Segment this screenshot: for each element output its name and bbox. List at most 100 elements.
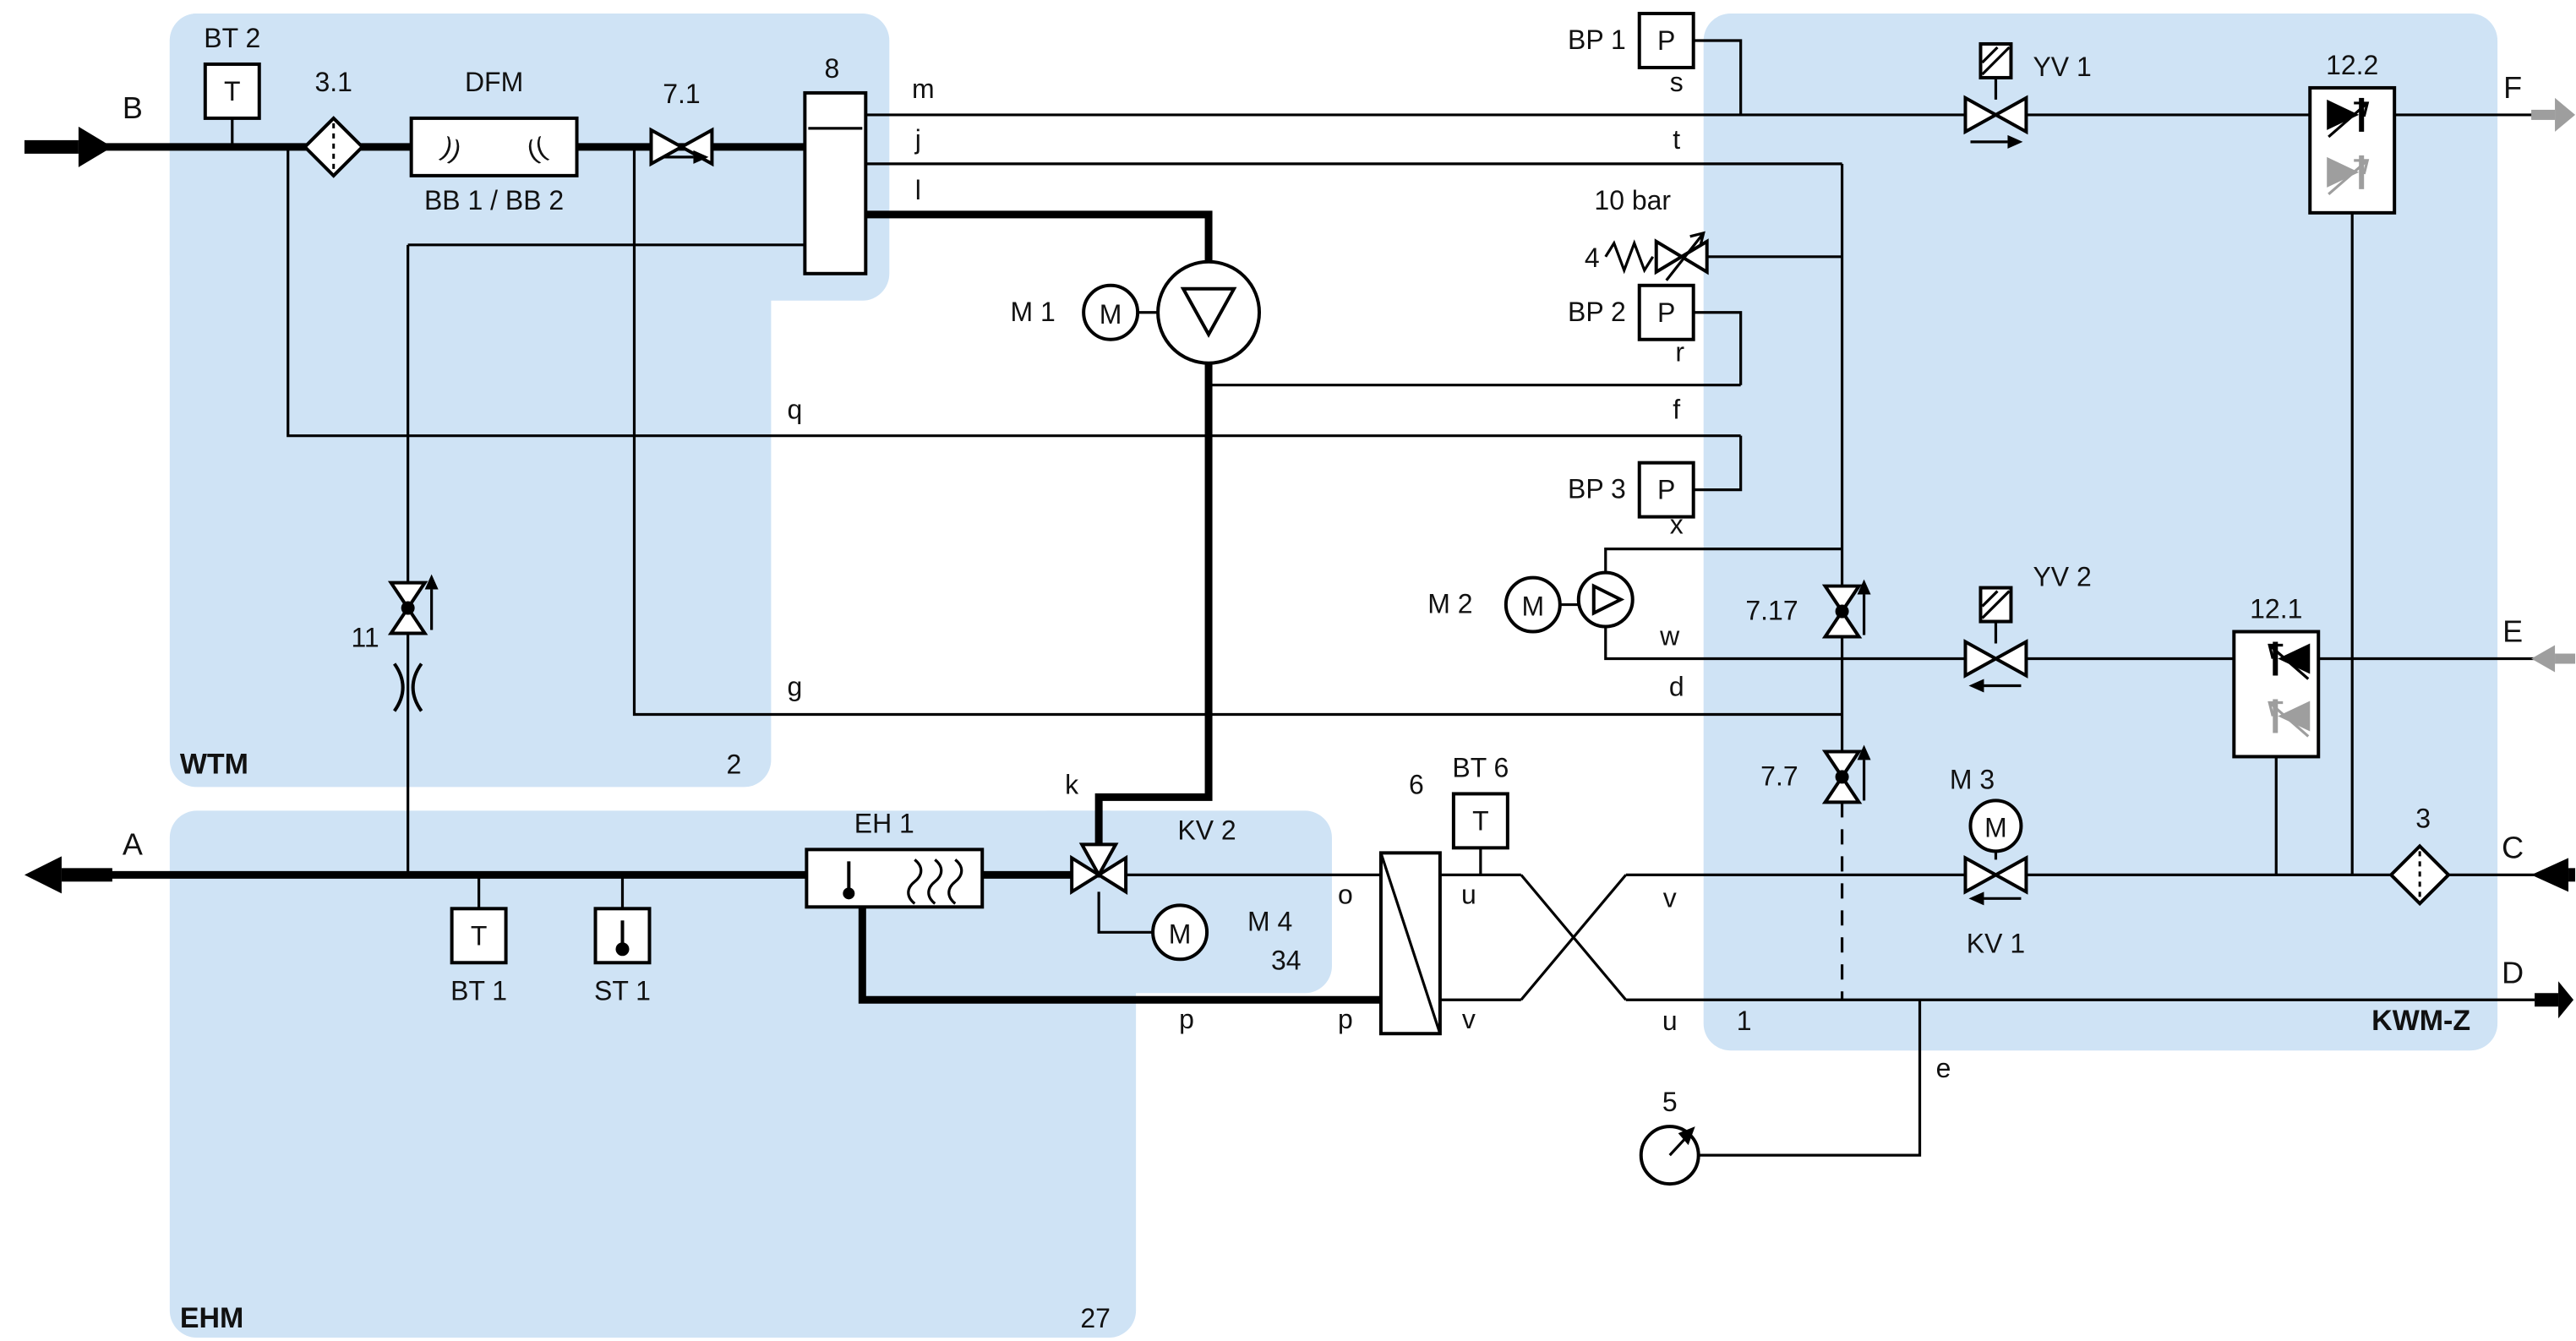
segment-label-k: k <box>1065 769 1079 799</box>
port-label-c: C <box>2502 830 2524 864</box>
bp1-letter: P <box>1657 25 1675 56</box>
flow-arrow-f-out <box>2531 97 2576 132</box>
segment-label-q: q <box>787 395 802 425</box>
port-label-e: E <box>2502 614 2523 649</box>
heating-coil-icon <box>907 859 963 905</box>
label-valve-77: 7.7 <box>1760 760 1798 791</box>
label-filter-31: 3.1 <box>314 67 352 97</box>
electric-heater-eh1 <box>805 848 985 909</box>
heat-exchanger-6 <box>1378 851 1442 1036</box>
filter-3-icon <box>2388 843 2451 907</box>
label-m4: M 4 <box>1247 906 1292 936</box>
bt2-letter: T <box>224 76 241 106</box>
segment-label-t: t <box>1673 124 1680 155</box>
label-bt1: BT 1 <box>450 975 507 1006</box>
segment-label-d: d <box>1669 671 1684 701</box>
segment-label-x: x <box>1670 510 1684 540</box>
kv2-module-port: 34 <box>1271 945 1302 975</box>
valve-11-icon <box>387 574 439 712</box>
label-separator-122: 12.2 <box>2326 50 2378 80</box>
label-kv2: KV 2 <box>1177 815 1236 845</box>
three-way-valve-kv2 <box>1070 842 1209 962</box>
segment-label-p: p <box>1338 1004 1353 1034</box>
valve-717-icon <box>1821 579 1871 639</box>
flow-arrow-b-in <box>24 126 112 167</box>
temp-sensor-bt1 <box>450 907 508 965</box>
valve-71-icon <box>649 127 714 167</box>
solenoid-valve-yv1 <box>1963 41 2028 149</box>
temp-sensor-bt6 <box>1451 792 1509 850</box>
filter-31-icon <box>302 116 365 178</box>
m4-letter: M <box>1169 919 1192 949</box>
segment-label-e: e <box>1936 1053 1951 1083</box>
label-bp3: BP 3 <box>1568 474 1626 504</box>
label-dfm: DFM <box>465 67 523 97</box>
port-label-a: A <box>123 826 143 861</box>
segment-label-r: r <box>1675 337 1684 368</box>
segment-label-l: l <box>915 175 921 205</box>
port-label-b: B <box>123 90 143 125</box>
pressure-sensor-bp2 <box>1637 283 1695 341</box>
label-gauge-5: 5 <box>1662 1087 1678 1117</box>
bp3-letter: P <box>1657 475 1675 505</box>
label-filter-3: 3 <box>2415 803 2431 833</box>
temp-sensor-bt2 <box>203 62 261 120</box>
label-bp1: BP 1 <box>1568 25 1626 55</box>
label-dfm-sub: BB 1 / BB 2 <box>424 185 564 215</box>
label-eh1: EH 1 <box>854 808 914 838</box>
label-yv2: YV 2 <box>2033 562 2091 592</box>
bt6-letter: T <box>1472 805 1489 836</box>
backflow-preventer-121 <box>2232 630 2321 759</box>
segment-label-p-left: p <box>1179 1004 1194 1034</box>
region-port-wtm: 2 <box>727 749 742 779</box>
region-port-kwmz: 1 <box>1737 1006 1752 1036</box>
region-label-ehm: EHM <box>180 1302 243 1334</box>
relief-valve-4-icon <box>1604 231 1709 281</box>
solenoid-valve-yv2 <box>1963 586 2028 693</box>
label-vessel-8: 8 <box>824 53 839 84</box>
pressure-sensor-bp3 <box>1637 461 1695 519</box>
label-m1: M 1 <box>1011 297 1056 327</box>
ehm-region <box>169 810 1137 1338</box>
label-valve-71: 7.1 <box>663 79 700 109</box>
label-separator-121: 12.1 <box>2250 594 2302 624</box>
flow-arrow-e-in <box>2531 645 2576 673</box>
pipes-thin <box>231 39 2535 1157</box>
segment-label-j: j <box>914 124 921 155</box>
label-bt6: BT 6 <box>1452 752 1509 782</box>
flow-meter-dfm <box>409 116 579 177</box>
segment-label-w: w <box>1659 621 1680 651</box>
label-m2: M 2 <box>1427 589 1472 619</box>
flow-arrow-a-out <box>24 856 112 894</box>
backflow-preventer-122-second-stage <box>2327 155 2370 196</box>
kwmz-region <box>1703 13 2498 1051</box>
m2-letter: M <box>1521 591 1544 622</box>
bt1-letter: T <box>471 920 488 951</box>
region-label-kwmz: KWM-Z <box>2371 1005 2470 1037</box>
segment-label-g: g <box>787 671 802 701</box>
label-hx-6: 6 <box>1409 769 1424 799</box>
label-relief-4: 4 <box>1585 243 1600 273</box>
label-valve-11: 11 <box>351 623 379 653</box>
m3-letter: M <box>1984 812 2007 842</box>
flow-arrow-d-out <box>2535 981 2574 1019</box>
module-regions <box>169 13 2498 1338</box>
label-relief-setpoint: 10 bar <box>1594 185 1671 215</box>
segment-label-s: s <box>1670 67 1684 97</box>
pump-m1 <box>1082 259 1262 365</box>
m1-letter: M <box>1100 299 1122 330</box>
flow-arrow-c-in <box>2531 858 2576 892</box>
pump-m2 <box>1504 570 1635 634</box>
label-valve-717: 7.17 <box>1745 596 1798 626</box>
label-m3: M 3 <box>1950 764 1995 794</box>
segment-label-v: v <box>1462 1004 1476 1034</box>
segment-label-o: o <box>1338 879 1353 909</box>
segment-label-u-right: u <box>1662 1006 1678 1036</box>
bp2-letter: P <box>1657 297 1675 328</box>
label-kv1: KV 1 <box>1967 928 2025 958</box>
segment-label-u: u <box>1461 879 1476 909</box>
pressure-gauge-5 <box>1639 1125 1700 1186</box>
vessel-8 <box>803 90 868 275</box>
segment-label-v-right: v <box>1663 882 1677 913</box>
